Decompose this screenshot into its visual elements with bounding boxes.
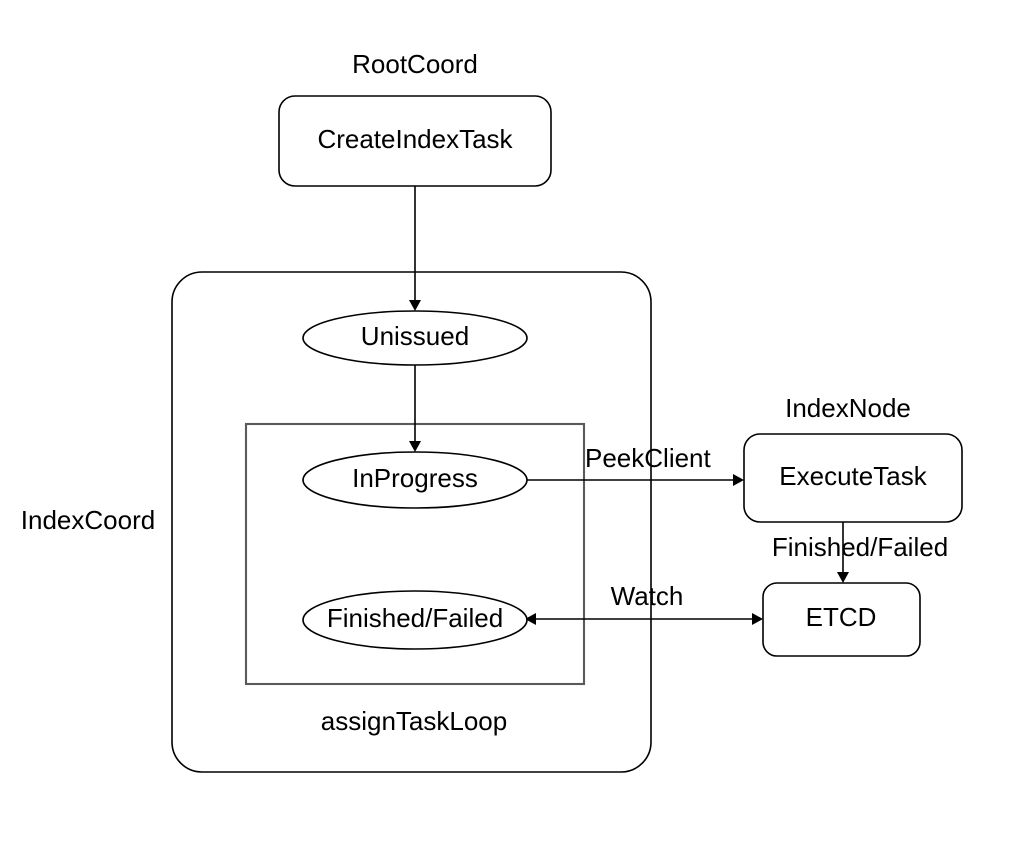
edge-executetask-to-etcd: Finished/Failed <box>772 522 948 583</box>
node-shape-in-progress[interactable] <box>302 451 528 509</box>
node-label-etcd: ETCD <box>806 602 877 632</box>
node-etcd: ETCD <box>762 582 921 657</box>
edge-unissued-to-inprogress <box>409 365 421 452</box>
node-shape-finished-failed-state[interactable] <box>302 590 528 650</box>
edge-label-executetask-to-etcd: Finished/Failed <box>772 532 948 562</box>
node-shape-unissued[interactable] <box>302 310 528 366</box>
arrowhead-end-unissued-to-inprogress <box>409 441 421 452</box>
node-label-finished-failed-state: Finished/Failed <box>327 603 503 633</box>
group-label-assigntaskloop: assignTaskLoop <box>321 706 507 736</box>
arrowhead-end-etcd-to-finished-failed <box>752 613 763 625</box>
node-shape-execute-task[interactable] <box>743 433 963 523</box>
node-label-create-index-task: CreateIndexTask <box>317 124 513 154</box>
edge-inprogress-to-executetask: PeekClient <box>527 443 744 486</box>
edge-etcd-to-finished-failed: Watch <box>525 581 763 625</box>
arrowhead-start-etcd-to-finished-failed <box>525 613 536 625</box>
node-label-unissued: Unissued <box>361 321 469 351</box>
arrowhead-end-create-to-unissued <box>409 300 421 311</box>
node-execute-task: ExecuteTask IndexNode <box>743 393 963 523</box>
edge-create-to-unissued <box>409 186 421 311</box>
group-boundary-indexcoord <box>171 271 652 773</box>
arrowhead-end-executetask-to-etcd <box>837 572 849 583</box>
node-create-index-task: CreateIndexTask RootCoord <box>278 49 552 187</box>
group-label-indexcoord: IndexCoord <box>21 505 155 535</box>
node-shape-create-index-task[interactable] <box>278 95 552 187</box>
node-unissued: Unissued <box>302 310 528 366</box>
node-label-in-progress: InProgress <box>352 463 478 493</box>
node-group-label-execute-task: IndexNode <box>785 393 911 423</box>
edge-label-etcd-to-finished-failed: Watch <box>611 581 684 611</box>
node-shape-etcd[interactable] <box>762 582 921 657</box>
node-finished-failed-state: Finished/Failed <box>302 590 528 650</box>
node-label-execute-task: ExecuteTask <box>779 461 927 491</box>
node-in-progress: InProgress <box>302 451 528 509</box>
arrowhead-end-inprogress-to-executetask <box>733 474 744 486</box>
edge-label-inprogress-to-executetask: PeekClient <box>585 443 712 473</box>
node-group-label-create-index-task: RootCoord <box>352 49 478 79</box>
group-indexcoord: IndexCoord <box>21 271 652 773</box>
